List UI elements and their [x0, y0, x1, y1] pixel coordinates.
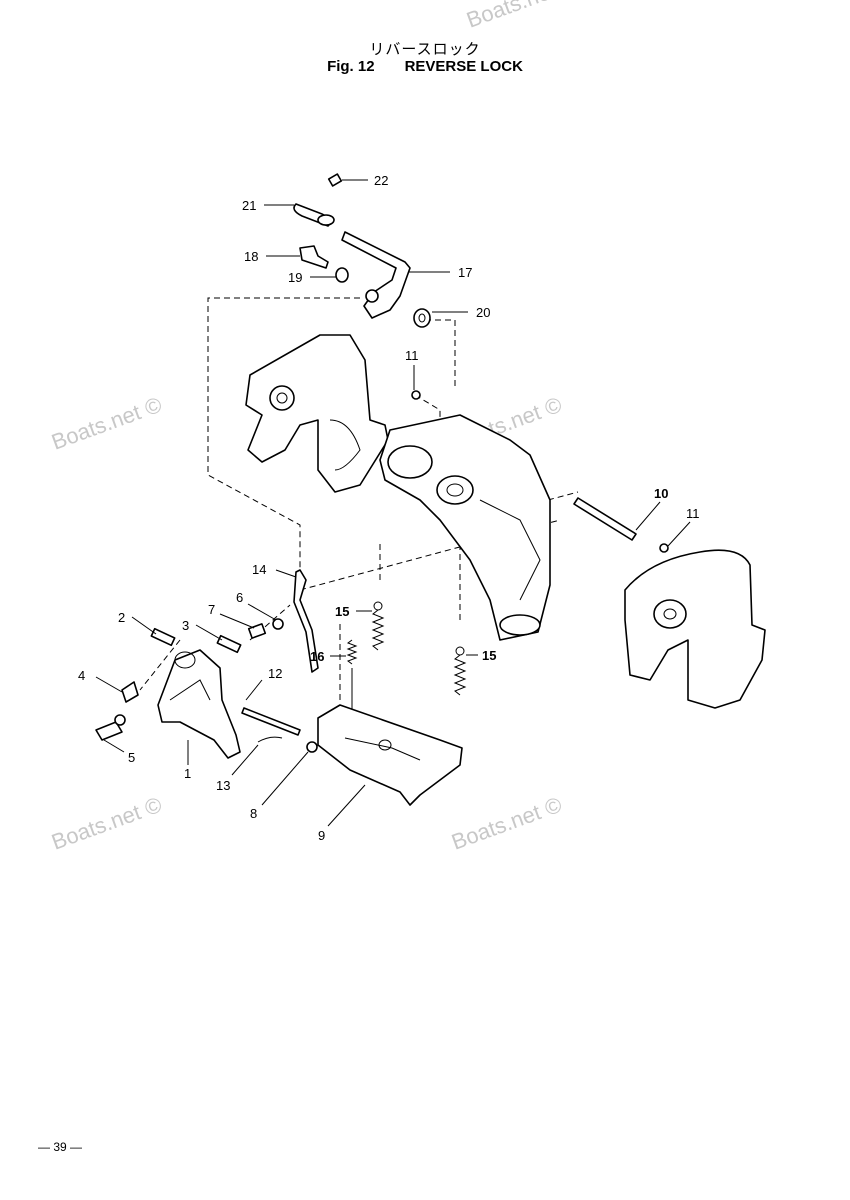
figure-title: Fig. 12 REVERSE LOCK	[0, 58, 850, 75]
callout-labels: 22 21 18 19 17 20 11 10 11 14 6 7 2 3 15…	[78, 173, 700, 843]
watermark: Boats.net ©	[48, 792, 165, 855]
clamp-bracket-left	[245, 334, 389, 493]
part-8-washer	[306, 741, 318, 753]
callout-18: 18	[244, 249, 258, 264]
part-21-grip	[293, 203, 335, 227]
callout-3: 3	[182, 618, 189, 633]
figure-number: Fig. 12	[327, 58, 375, 75]
part-7-collar	[247, 623, 267, 639]
part-10-pin	[573, 497, 637, 541]
part-13-spring	[257, 736, 283, 743]
callout-20: 20	[476, 305, 490, 320]
figure-name: REVERSE LOCK	[404, 58, 523, 75]
callout-12: 12	[268, 666, 282, 681]
clamp-bracket-right	[624, 549, 766, 709]
part-22-screw	[327, 173, 343, 187]
callout-4: 4	[78, 668, 85, 683]
callout-6: 6	[236, 590, 243, 605]
callout-17: 17	[458, 265, 472, 280]
callout-9: 9	[318, 828, 325, 843]
watermark: Boats.net ©	[463, 0, 580, 33]
part-3-pin	[216, 634, 242, 654]
part-1-reverse-lock-bracket	[157, 649, 241, 759]
callout-5: 5	[128, 750, 135, 765]
callout-21: 21	[242, 198, 256, 213]
callout-14: 14	[252, 562, 266, 577]
callout-2: 2	[118, 610, 125, 625]
callout-19: 19	[288, 270, 302, 285]
callout-13: 13	[216, 778, 230, 793]
swivel-bracket	[379, 414, 551, 641]
part-16-spring	[346, 639, 358, 710]
callout-15: 15	[482, 648, 496, 663]
title-japanese: リバースロック	[369, 40, 481, 58]
part-11-clip	[659, 543, 669, 553]
part-17-lever	[341, 231, 411, 319]
part-2-pin	[150, 627, 176, 647]
part-14-rod	[293, 569, 319, 673]
part-5-bolt	[95, 714, 126, 741]
part-6-washer	[272, 618, 284, 630]
page-number: — 39 —	[38, 1140, 83, 1154]
leader-lines	[95, 179, 691, 827]
part-15-spring	[371, 601, 385, 651]
callout-11: 11	[686, 506, 700, 521]
part-20-washer	[413, 308, 431, 328]
part-18-bolt	[299, 245, 329, 269]
callout-16: 16	[310, 649, 324, 664]
callout-11: 11	[405, 348, 419, 363]
part-9-plate-assembly	[317, 704, 463, 806]
callout-8: 8	[250, 806, 257, 821]
callout-15: 15	[335, 604, 349, 619]
callout-7: 7	[208, 602, 215, 617]
callout-22: 22	[374, 173, 388, 188]
part-11-clip	[411, 390, 421, 400]
part-19-washer	[335, 267, 349, 283]
watermark: Boats.net ©	[48, 392, 165, 455]
watermarks: Boats.net © Boats.net © Boats.net © Boat…	[48, 0, 580, 855]
callout-10: 10	[654, 486, 668, 501]
part-15-spring	[453, 646, 467, 696]
callout-1: 1	[184, 766, 191, 781]
part-12-rod	[241, 707, 301, 736]
watermark: Boats.net ©	[448, 792, 565, 855]
part-4-plate	[121, 681, 139, 703]
